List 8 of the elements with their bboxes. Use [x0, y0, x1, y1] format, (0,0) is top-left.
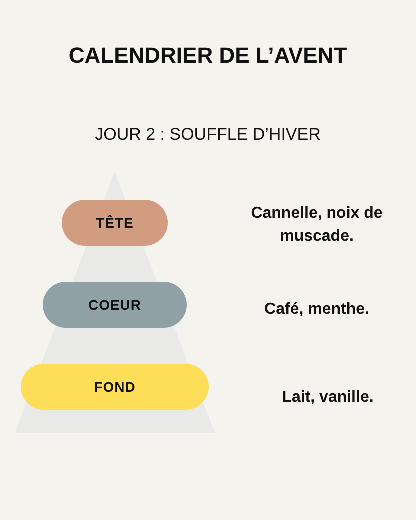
notes-text: Cannelle, noix de muscade. [250, 204, 384, 247]
level-pill: FOND [21, 364, 209, 410]
level-pill: TÊTE [62, 200, 168, 246]
subtitle: JOUR 2 : SOUFFLE D’HIVER [94, 124, 322, 146]
notes-text: Lait, vanille. [281, 388, 375, 408]
level-pill: COEUR [43, 282, 187, 328]
notes-text: Café, menthe. [264, 300, 370, 320]
title: CALENDRIER DE L’AVENT [68, 42, 348, 69]
